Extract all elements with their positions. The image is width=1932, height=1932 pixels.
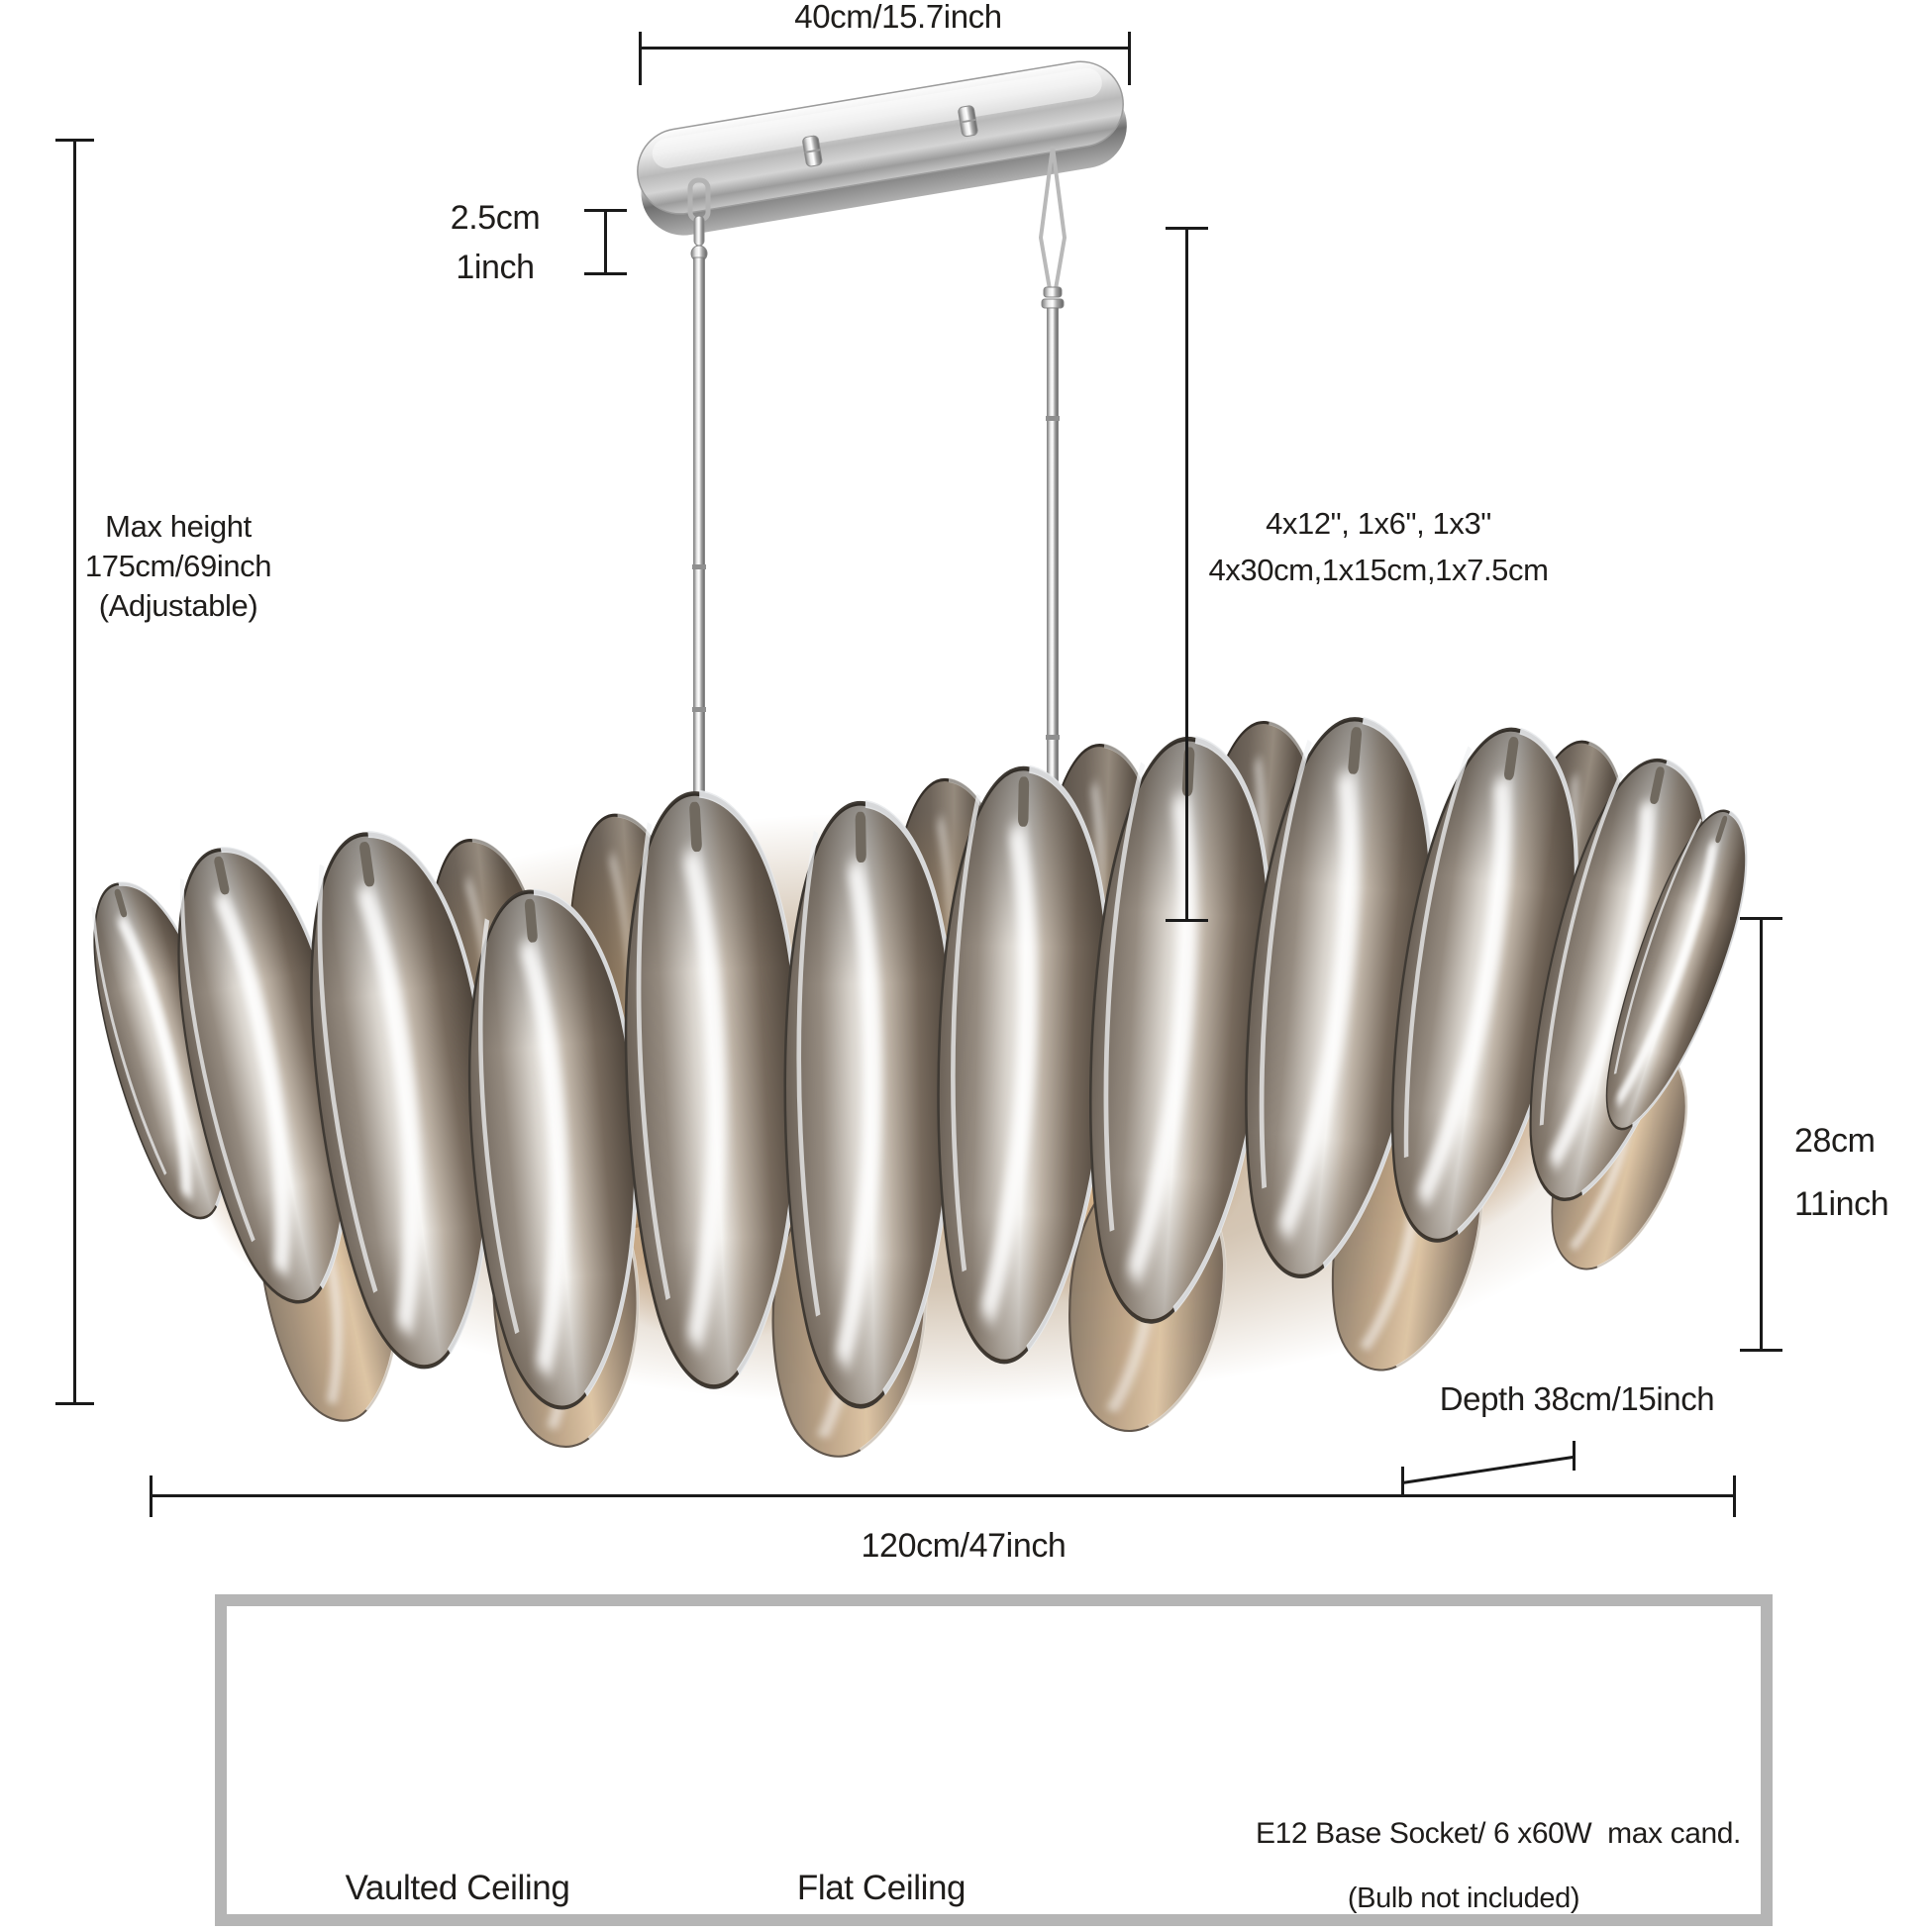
dim-canopy-thickness-cm-label: 2.5cm: [450, 199, 541, 237]
installation-info-panel: [215, 1594, 1773, 1926]
flat-ceiling-label: Flat Ceiling: [796, 1869, 966, 1907]
dim-canopy-width-tick-right: [1128, 32, 1131, 85]
dim-rod-sections-in-label: 4x12", 1x6", 1x3": [1266, 506, 1491, 541]
dim-canopy-thickness-line: [604, 210, 607, 275]
dim-width-tick-right: [1733, 1475, 1736, 1517]
ceiling-canopy: [637, 60, 1127, 236]
dim-rod-length-tick-top: [1166, 227, 1208, 230]
dim-max-height-label-line2: 175cm/69inch: [84, 549, 272, 583]
dim-canopy-width-label: 40cm/15.7inch: [794, 0, 1002, 35]
dim-body-height-line: [1760, 918, 1763, 1351]
dim-rod-sections-cm-label: 4x30cm,1x15cm,1x7.5cm: [1208, 553, 1549, 587]
dim-depth-tick-right: [1573, 1441, 1576, 1471]
downrod-right: [1038, 146, 1068, 893]
dim-canopy-thickness-tick-top: [584, 209, 627, 212]
dim-rod-length-line: [1185, 228, 1188, 921]
vaulted-ceiling-label: Vaulted Ceiling: [345, 1869, 570, 1907]
dim-rod-length-tick-bottom: [1166, 919, 1208, 922]
dim-max-height-label-line3: (Adjustable): [98, 588, 258, 623]
dim-depth-label: Depth 38cm/15inch: [1439, 1380, 1715, 1417]
dim-max-height-label-line1: Max height: [105, 509, 252, 544]
dim-max-height-line: [73, 140, 76, 1404]
dim-canopy-thickness-in-label: 1inch: [456, 249, 535, 286]
dim-depth-tick-left: [1401, 1467, 1404, 1496]
dim-body-height-in-label: 11inch: [1794, 1185, 1889, 1223]
dim-width-label: 120cm/47inch: [861, 1527, 1067, 1565]
dim-canopy-width-line: [640, 47, 1130, 50]
chandelier-body: [67, 712, 1769, 1458]
dim-max-height-tick-top: [55, 139, 94, 142]
dim-body-height-tick-top: [1740, 917, 1782, 920]
canopy-screw: [958, 105, 978, 138]
dim-body-height-tick-bottom: [1740, 1349, 1782, 1352]
dim-width-line: [151, 1494, 1734, 1497]
dim-canopy-thickness-tick-bottom: [584, 272, 627, 275]
bulb-note-label: (Bulb not included): [1347, 1882, 1580, 1914]
canopy-screw: [802, 135, 823, 167]
dim-body-height-cm-label: 28cm: [1794, 1122, 1876, 1160]
dim-max-height-tick-bottom: [55, 1402, 94, 1405]
dim-canopy-width-tick-left: [639, 32, 642, 85]
socket-spec-label: E12 Base Socket/ 6 x60W max cand.: [1256, 1817, 1741, 1850]
dim-width-tick-left: [150, 1475, 153, 1517]
